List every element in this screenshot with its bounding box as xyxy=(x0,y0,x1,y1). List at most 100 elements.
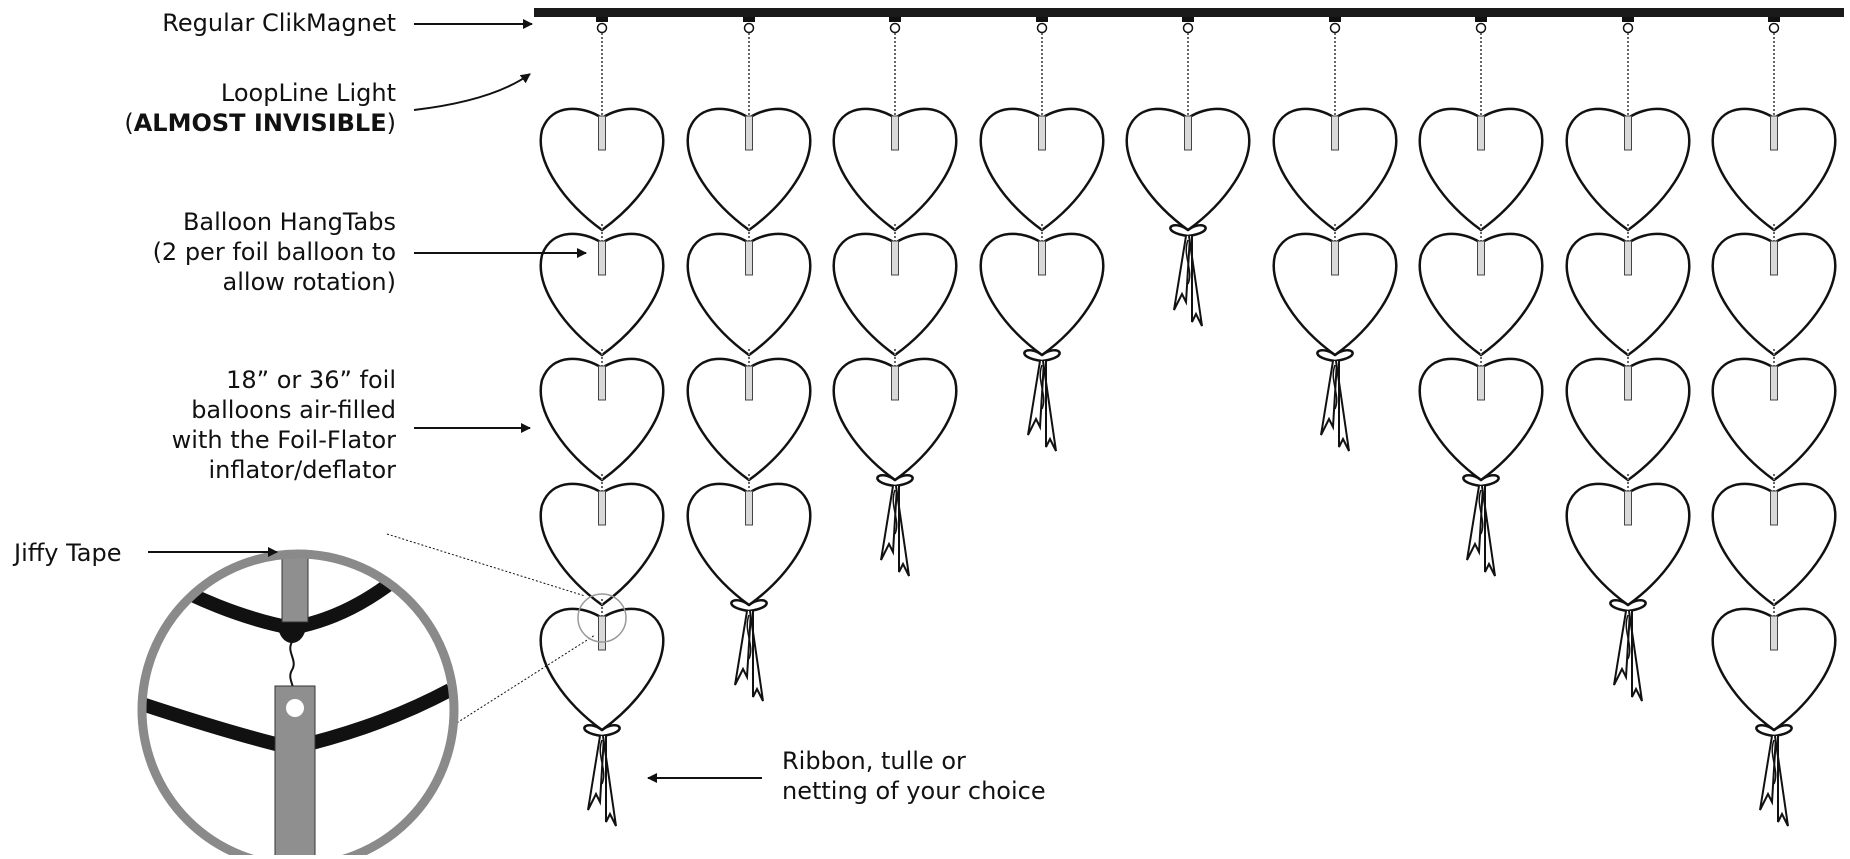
hangtab xyxy=(1331,240,1339,276)
label-loopline-line1: LoopLine Light xyxy=(220,79,396,107)
label-loopline-line2: (ALMOST INVISIBLE) xyxy=(124,109,396,137)
zoom-ring xyxy=(137,549,459,859)
ribbon-tail-left xyxy=(587,735,605,811)
hangtab xyxy=(1624,115,1632,151)
balloon-strand xyxy=(832,17,958,577)
label-foil-line2: balloons air-filled xyxy=(191,396,396,424)
hangtab xyxy=(1770,490,1778,526)
balloon-strand xyxy=(1418,17,1544,577)
ribbon-tail-right xyxy=(895,485,910,577)
magnet-loop xyxy=(889,22,901,34)
hangtab xyxy=(1770,115,1778,151)
ribbon-tail-left xyxy=(1027,360,1045,436)
clikmagnet-icon xyxy=(1622,17,1634,22)
clikmagnet-icon xyxy=(1036,17,1048,22)
hangtab xyxy=(1624,365,1632,401)
zoom-leader-top xyxy=(386,533,586,597)
ribbon-curl xyxy=(1478,489,1484,535)
ribbon-tail-right xyxy=(1335,360,1350,452)
hangtab xyxy=(891,365,899,401)
hangtab xyxy=(745,240,753,276)
ribbon-tail-left xyxy=(1759,735,1777,811)
ribbon-curl xyxy=(1332,364,1338,410)
zoom-hangtab-hole xyxy=(286,699,304,717)
label-foil-line3: with the Foil-Flator xyxy=(171,426,396,454)
ribbon-curl xyxy=(1771,739,1777,785)
label-foil-line4: inflator/deflator xyxy=(208,456,396,484)
magnet-rail xyxy=(534,8,1844,17)
balloon-strands xyxy=(539,17,1837,827)
hangtab xyxy=(745,365,753,401)
label-clikmagnet: Regular ClikMagnet xyxy=(162,9,396,37)
zoom-tie-knot xyxy=(278,628,306,643)
hangtab xyxy=(1770,365,1778,401)
jiffy-tape-zoom xyxy=(137,549,459,859)
hangtab xyxy=(745,115,753,151)
ribbon-tail-left xyxy=(734,610,752,686)
clikmagnet-icon xyxy=(1182,17,1194,22)
ribbon-curl xyxy=(1625,614,1631,660)
label-loopline-bold: ALMOST INVISIBLE xyxy=(133,109,387,137)
ribbon-tail-right xyxy=(1188,235,1203,327)
magnet-loop xyxy=(1768,22,1780,34)
label-ribbon-line2: netting of your choice xyxy=(782,777,1046,805)
ribbon-curl xyxy=(746,614,752,660)
ribbon-tail-right xyxy=(1774,735,1789,827)
clikmagnet-icon xyxy=(889,17,901,22)
magnet-loop xyxy=(1182,22,1194,34)
label-hangtabs-line2: (2 per foil balloon to xyxy=(152,238,396,266)
balloon-strand xyxy=(979,17,1105,452)
ribbon-curl xyxy=(599,739,605,785)
hangtab xyxy=(1184,115,1192,151)
ribbon-tail-right xyxy=(602,735,617,827)
balloon-strand xyxy=(539,17,665,827)
hangtab xyxy=(1331,115,1339,151)
ribbon-curl xyxy=(1185,239,1191,285)
magnet-loop xyxy=(1329,22,1341,34)
zoom-target-circle xyxy=(577,593,627,643)
ribbon-tail-right xyxy=(749,610,764,702)
clikmagnet-icon xyxy=(1329,17,1341,22)
ribbon-tail-left xyxy=(880,485,898,561)
label-foil-line1: 18” or 36” foil xyxy=(226,366,396,394)
clikmagnet-icon xyxy=(596,17,608,22)
hangtab xyxy=(598,240,606,276)
ribbon-tail-left xyxy=(1173,235,1191,311)
hangtab xyxy=(891,115,899,151)
hangtab xyxy=(1624,490,1632,526)
ribbon-tail-left xyxy=(1613,610,1631,686)
hangtab xyxy=(598,490,606,526)
ribbon-tail-left xyxy=(1320,360,1338,436)
zoom-jiffy-tape-upper xyxy=(281,554,309,623)
balloon-strand xyxy=(686,17,812,702)
magnet-loop xyxy=(1622,22,1634,34)
label-foil: 18” or 36” foil balloons air-filled with… xyxy=(172,365,396,485)
hangtab xyxy=(745,490,753,526)
hangtab xyxy=(1038,240,1046,276)
ribbon-tail-left xyxy=(1466,485,1484,561)
hangtab xyxy=(598,115,606,151)
balloon-strand xyxy=(1565,17,1691,702)
hangtab xyxy=(1038,115,1046,151)
balloon-strand xyxy=(1711,17,1837,827)
label-ribbon-line1: Ribbon, tulle or xyxy=(782,747,966,775)
label-hangtabs-line1: Balloon HangTabs xyxy=(182,208,396,236)
label-hangtabs-line3: allow rotation) xyxy=(222,268,396,296)
clikmagnet-icon xyxy=(1475,17,1487,22)
hangtab xyxy=(1770,240,1778,276)
magnet-loop xyxy=(1036,22,1048,34)
label-jiffy-tape: Jiffy Tape xyxy=(14,539,122,567)
ribbon-tail-right xyxy=(1628,610,1643,702)
ribbon-tail-right xyxy=(1042,360,1057,452)
hangtab xyxy=(891,240,899,276)
hangtab xyxy=(1770,615,1778,651)
balloon-strand xyxy=(1272,17,1398,452)
clikmagnet-icon xyxy=(1768,17,1780,22)
hangtab xyxy=(598,615,606,651)
hangtab xyxy=(1477,115,1485,151)
ribbon-curl xyxy=(1039,364,1045,410)
magnet-loop xyxy=(1475,22,1487,34)
magnet-loop xyxy=(596,22,608,34)
